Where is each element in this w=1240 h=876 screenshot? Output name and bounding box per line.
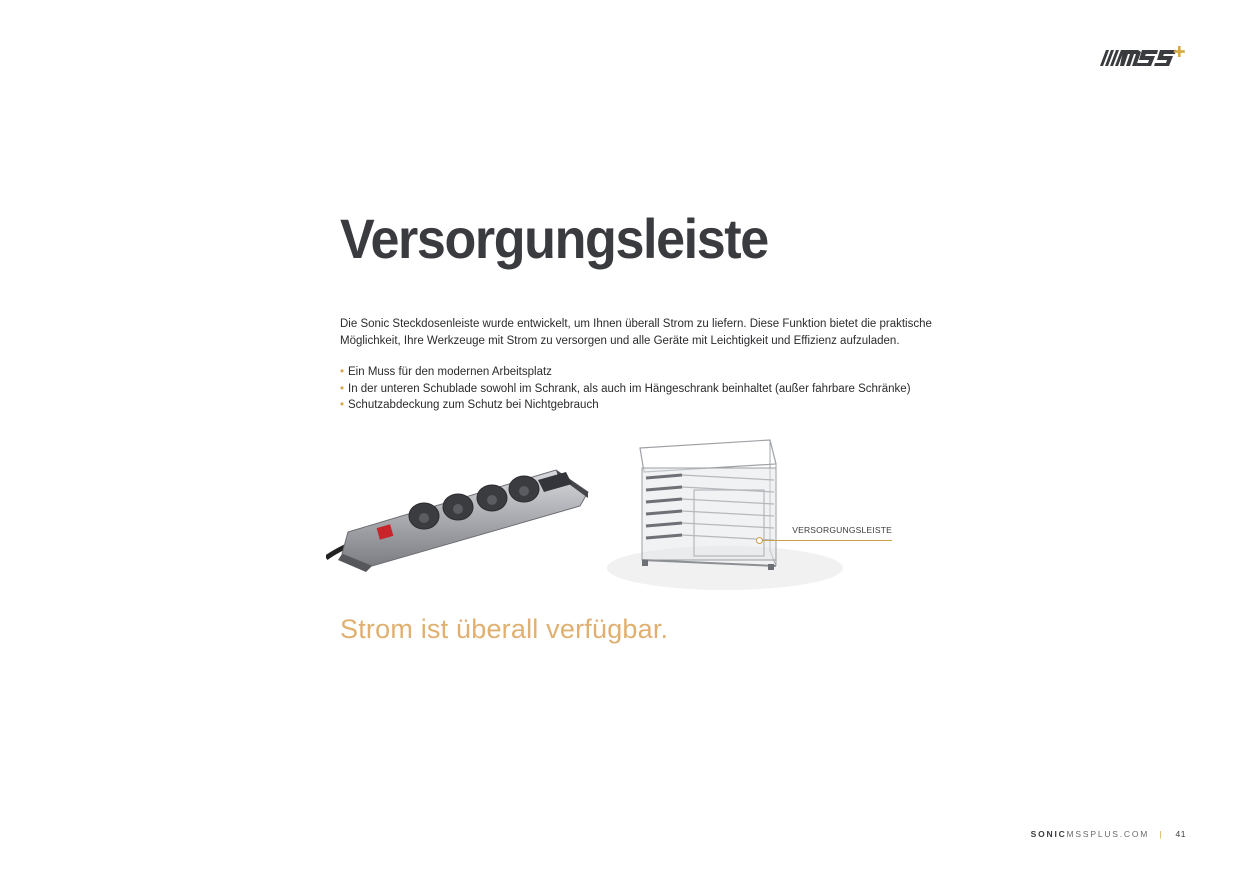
- power-strip-image: [326, 469, 589, 572]
- list-item: In der unteren Schublade sowohl im Schra…: [340, 381, 960, 398]
- intro-paragraph: Die Sonic Steckdosenleiste wurde entwick…: [340, 318, 932, 347]
- list-item: Ein Muss für den modernen Arbeitsplatz: [340, 364, 960, 381]
- page-number: 41: [1175, 829, 1186, 839]
- callout-leader-line: [760, 540, 892, 541]
- page-title: Versorgungsleiste: [340, 207, 769, 270]
- feature-list: Ein Muss für den modernen Arbeitsplatz I…: [340, 364, 960, 414]
- callout-dot: [756, 537, 763, 544]
- page-footer: SONICMSSPLUS.COM | 41: [1031, 829, 1186, 839]
- website-bold: SONIC: [1030, 829, 1067, 839]
- cabinet-image: [607, 439, 843, 590]
- website-rest: MSSPLUS.COM: [1066, 829, 1150, 839]
- list-item: Schutzabdeckung zum Schutz bei Nichtgebr…: [340, 397, 960, 414]
- tagline: Strom ist überall verfügbar.: [340, 614, 669, 644]
- callout-label: VERSORGUNGSLEISTE: [792, 525, 892, 535]
- mss-plus-logo: [1100, 46, 1185, 66]
- website-link[interactable]: SONICMSSPLUS.COM: [1031, 829, 1154, 839]
- footer-separator: |: [1159, 829, 1164, 839]
